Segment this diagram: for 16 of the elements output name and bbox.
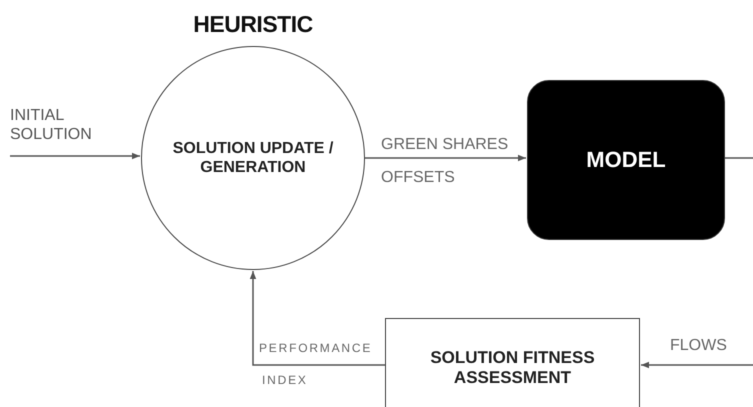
node-text: MODEL	[586, 146, 666, 174]
model-box	[527, 80, 725, 240]
edge-label: FLOWS	[670, 338, 727, 354]
edge-label: GREEN SHARES	[381, 137, 508, 153]
arrow	[641, 362, 753, 368]
arrow	[10, 152, 140, 160]
process-box	[385, 318, 640, 407]
arrow	[250, 271, 385, 366]
edge-label: PERFORMANCE	[259, 342, 372, 354]
node-text: INITIAL SOLUTION	[10, 106, 93, 144]
text-label: INDEX	[262, 374, 308, 386]
text-label: OFFSETS	[381, 170, 455, 186]
node-text: SOLUTION UPDATE / GENERATION	[172, 138, 334, 178]
node-text: SOLUTION FITNESS ASSESSMENT	[429, 348, 596, 388]
heading: HEURISTIC	[192, 11, 314, 38]
arrow	[365, 154, 526, 162]
